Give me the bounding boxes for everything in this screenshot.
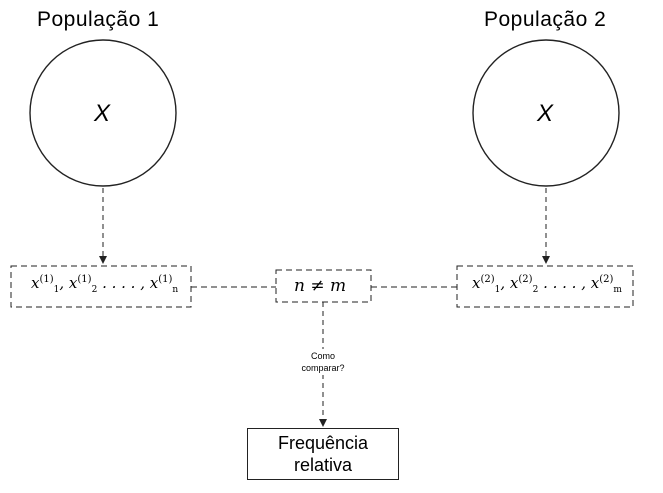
question-line-2: comparar? xyxy=(301,363,345,373)
result-line-1: Frequência xyxy=(277,433,369,453)
sample-1-xn: x(1)n xyxy=(149,274,179,295)
sample-2-ellipsis: . . . . , xyxy=(543,274,586,292)
population-1-variable: X xyxy=(94,100,111,127)
sample-2-x1: x(2)1 xyxy=(472,274,501,295)
population-2-circle xyxy=(472,39,620,187)
sample-2-x2: x(2)2 xyxy=(509,274,539,295)
comparison-question: Como comparar? xyxy=(291,349,355,375)
sample-2-values: x(2)1, x(2)2 . . . . , x(2)m xyxy=(472,274,622,295)
sample-1-x1: x(1)1 xyxy=(31,274,60,295)
result-line-2: relativa xyxy=(293,455,353,475)
population-1-title: População 1 xyxy=(37,8,160,31)
sample-2-xm: x(2)m xyxy=(590,274,622,295)
population-2-title: População 2 xyxy=(484,8,607,31)
population-1-circle xyxy=(29,39,177,187)
sample-1-ellipsis: . . . . , xyxy=(102,274,145,292)
relative-frequency-box: Frequência relativa xyxy=(247,428,399,480)
sample-size-condition: n ≠ m xyxy=(294,276,347,296)
sample-1-values: x(1)1, x(1)2 . . . . , x(1)n xyxy=(31,274,179,295)
population-2-variable: X xyxy=(537,100,554,127)
question-line-1: Como xyxy=(310,351,335,361)
sample-1-x2: x(1)2 xyxy=(68,274,98,295)
